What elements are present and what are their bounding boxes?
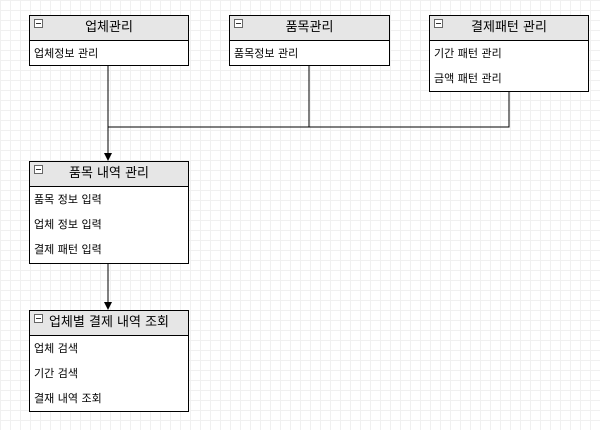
- entity-item-history-title: 품목 내역 관리: [68, 166, 150, 181]
- entity-product-header: 품목관리: [230, 16, 389, 41]
- entity-vendor[interactable]: 업체관리 업체정보 관리: [29, 15, 189, 66]
- collapse-icon[interactable]: [234, 19, 243, 28]
- collapse-icon[interactable]: [34, 165, 43, 174]
- entity-vendor-header: 업체관리: [30, 16, 188, 41]
- entity-payment-pattern[interactable]: 결제패턴 관리 기간 패턴 관리 금액 패턴 관리: [429, 15, 589, 92]
- entity-payment-pattern-item: 금액 패턴 관리: [434, 72, 502, 85]
- entity-vendor-payment-item: 기간 검색: [34, 367, 78, 380]
- connector-payment-pattern-to-item-history: [108, 91, 510, 128]
- entity-vendor-payment[interactable]: 업체별 결제 내역 조회 업체 검색 기간 검색 결재 내역 조회: [29, 310, 189, 412]
- connector-product-to-item-history: [108, 65, 310, 128]
- entity-item-history-item: 결제 패턴 입력: [34, 243, 102, 256]
- entity-vendor-payment-title: 업체별 결제 내역 조회: [48, 315, 170, 330]
- collapse-icon[interactable]: [34, 314, 43, 323]
- entity-payment-pattern-header: 결제패턴 관리: [430, 16, 588, 41]
- entity-vendor-payment-item: 업체 검색: [34, 342, 78, 355]
- entity-product-title: 품목관리: [285, 20, 334, 35]
- entity-vendor-item: 업체정보 관리: [34, 47, 99, 60]
- entity-vendor-payment-item: 결재 내역 조회: [34, 392, 102, 405]
- entity-product-item: 품목정보 관리: [234, 47, 299, 60]
- entity-payment-pattern-item: 기간 패턴 관리: [434, 47, 502, 60]
- entity-vendor-title: 업체관리: [85, 20, 133, 35]
- entity-item-history[interactable]: 품목 내역 관리 품목 정보 입력 업체 정보 입력 결제 패턴 입력: [29, 161, 189, 264]
- collapse-icon[interactable]: [434, 19, 443, 28]
- entity-item-history-item: 품목 정보 입력: [34, 193, 102, 206]
- entity-payment-pattern-title: 결제패턴 관리: [471, 20, 547, 35]
- entity-vendor-payment-header: 업체별 결제 내역 조회: [30, 311, 188, 336]
- entity-item-history-item: 업체 정보 입력: [34, 218, 102, 231]
- entity-product[interactable]: 품목관리 품목정보 관리: [229, 15, 390, 66]
- entity-item-history-header: 품목 내역 관리: [30, 162, 188, 187]
- collapse-icon[interactable]: [34, 19, 43, 28]
